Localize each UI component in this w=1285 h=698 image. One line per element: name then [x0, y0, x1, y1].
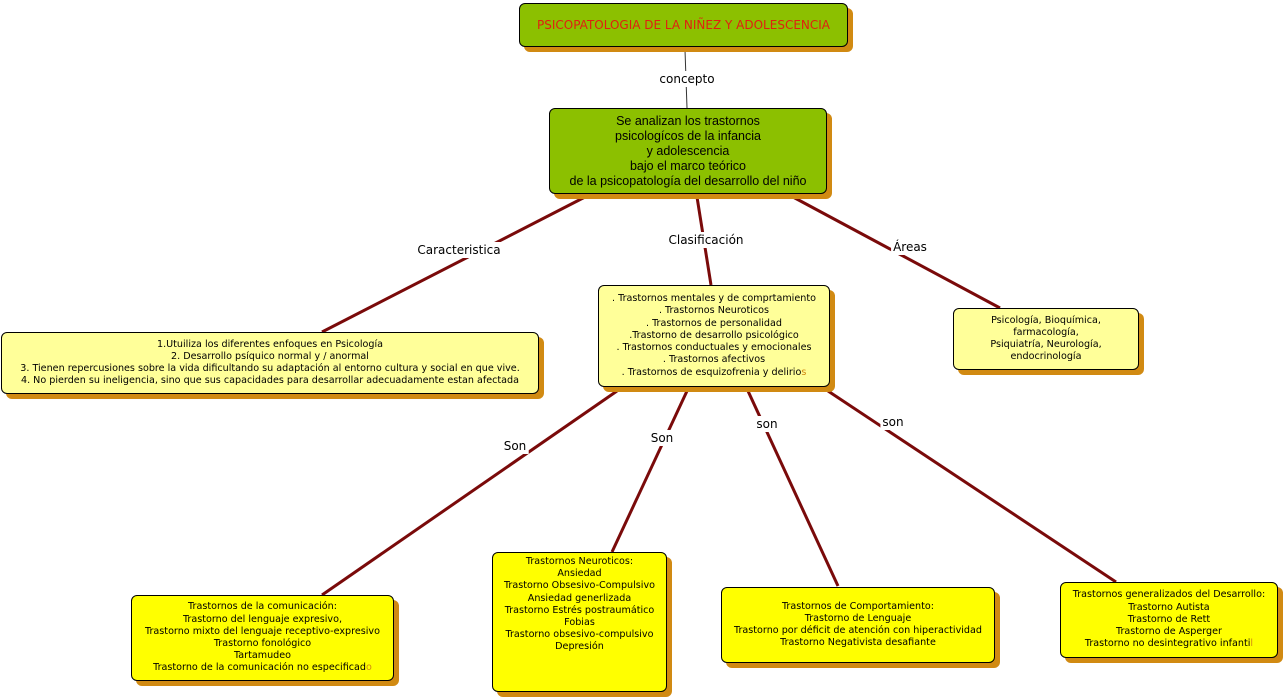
title-node: PSICOPATOLOGIA DE LA NIÑEZ Y ADOLESCENCI… [519, 3, 848, 47]
areas-line: Psicología, Bioquímica, [991, 314, 1101, 326]
areas-line: Psiquiatría, Neurología, [990, 339, 1102, 350]
areas-line: farmacología, [1013, 326, 1079, 338]
clasificacion-line-last: . Trastornos de esquizofrenia y delirios [599, 367, 829, 379]
neuroticos-node: Trastornos Neuroticos: Ansiedad Trastorn… [492, 552, 667, 692]
comunicacion-line: Trastornos de la comunicación: [188, 601, 337, 613]
generalizados-line-last: Trastorno no desintegrativo infantil [1061, 638, 1277, 650]
clasificacion-line: . Trastornos Neuroticos [658, 305, 770, 317]
comunicacion-last-text: Trastorno de la comunicación no especifi… [153, 662, 366, 674]
comunicacion-node: Trastornos de la comunicación: Trastorno… [131, 595, 394, 681]
label-areas: Áreas [891, 239, 929, 255]
concept-node: Se analizan los trastornos psicologícos … [549, 108, 827, 194]
connector-clasificacion-generalizados [827, 389, 1117, 584]
label-son-neuroticos: Son [648, 430, 676, 446]
generalizados-line: Trastorno de Rett [1127, 613, 1211, 625]
areas-line: endocrinología [1010, 351, 1082, 363]
comportamiento-line: Trastornos de Comportamiento: [781, 600, 935, 612]
caracteristica-line: 2. Desarrollo psíquico normal y / anorma… [171, 351, 369, 362]
clasificacion-last-text: . Trastornos de esquizofrenia y delirio [621, 366, 802, 378]
generalizados-node: Trastornos generalizados del Desarrollo:… [1060, 582, 1278, 658]
concept-line: y adolescencia [646, 143, 730, 158]
neuroticos-line: Trastorno Obsesivo-Compulsivo [503, 580, 656, 592]
caracteristica-node: 1.Utuiliza los diferentes enfoques en Ps… [1, 332, 539, 394]
label-caracteristica: Caracteristica [415, 242, 503, 258]
clasificacion-line: . Trastornos afectivos [662, 354, 766, 366]
clasificacion-last-accent: s [801, 366, 807, 378]
generalizados-line: Trastorno Autista [1128, 601, 1210, 613]
label-son-comunicacion: Son [501, 438, 529, 454]
concept-line: Se analizan los trastornos [616, 113, 760, 128]
comunicacion-line: Tartamudeo [233, 650, 292, 662]
comportamiento-node: Trastornos de Comportamiento: Trastorno … [721, 587, 995, 663]
concept-line: psicologícos de la infancia [615, 128, 761, 143]
concept-line: bajo el marco teórico [629, 158, 747, 173]
neuroticos-line: Fobias [564, 617, 595, 629]
neuroticos-line: Trastorno obsesivo-compulsivo [505, 629, 654, 641]
label-clasificacion: Clasificación [666, 232, 746, 248]
neuroticos-line: Ansiedad [557, 568, 602, 580]
generalizados-line: Trastorno de Asperger [1116, 626, 1222, 638]
comunicacion-line: Trastorno mixto del lenguaje receptivo-e… [145, 625, 380, 637]
clasificacion-line: .Trastorno de desarrollo psicológico [629, 329, 799, 341]
comportamiento-line: Trastorno por déficit de atención con hi… [734, 625, 982, 636]
comportamiento-line: Trastorno de Lenguaje [804, 612, 912, 624]
clasificacion-line: . Trastornos de personalidad [646, 317, 782, 329]
neuroticos-line: Ansiedad generlizada [527, 592, 632, 604]
comunicacion-line-last: Trastorno de la comunicación no especifi… [132, 662, 393, 674]
areas-node: Psicología, Bioquímica, farmacología, Ps… [953, 308, 1139, 370]
label-son-comportamiento: son [754, 416, 780, 432]
neuroticos-line: Trastorno Estrés postraumático [504, 604, 655, 616]
neuroticos-line: Trastornos Neuroticos: [525, 556, 634, 567]
comunicacion-last-accent: o [365, 662, 372, 674]
connector-clasificacion-comunicacion [321, 389, 618, 597]
comunicacion-line: Trastorno fonológico [213, 638, 312, 649]
generalizados-last-text: Trastorno no desintegrativo infanti [1084, 638, 1251, 650]
label-son-generalizados: son [880, 414, 906, 430]
clasificacion-line: . Trastornos conductuales y emocionales [616, 342, 812, 354]
caracteristica-line: 1.Utuiliza los diferentes enfoques en Ps… [156, 339, 383, 350]
generalizados-last-accent: l [1250, 638, 1254, 650]
comportamiento-line: Trastorno Negativista desafiante [780, 637, 936, 649]
clasificacion-node: . Trastornos mentales y de comprtamiento… [598, 285, 830, 387]
connector-clasificacion-neuroticos [610, 390, 689, 553]
title-text: PSICOPATOLOGIA DE LA NIÑEZ Y ADOLESCENCI… [536, 18, 831, 32]
concept-line: de la psicopatología del desarrollo del … [569, 173, 807, 188]
connector-concept-caracteristica [321, 195, 586, 334]
caracteristica-line: 3. Tienen repercusiones sobre la vida di… [20, 363, 520, 374]
generalizados-line: Trastornos generalizados del Desarrollo: [1072, 589, 1266, 601]
caracteristica-line: 4. No pierden su ineligencia, sino que s… [20, 375, 520, 386]
neuroticos-line: Depresión [555, 641, 604, 653]
comunicacion-line: Trastorno del lenguaje expresivo, [182, 613, 343, 625]
label-concepto: concepto [657, 71, 717, 87]
clasificacion-line: . Trastornos mentales y de comprtamiento [612, 293, 816, 305]
